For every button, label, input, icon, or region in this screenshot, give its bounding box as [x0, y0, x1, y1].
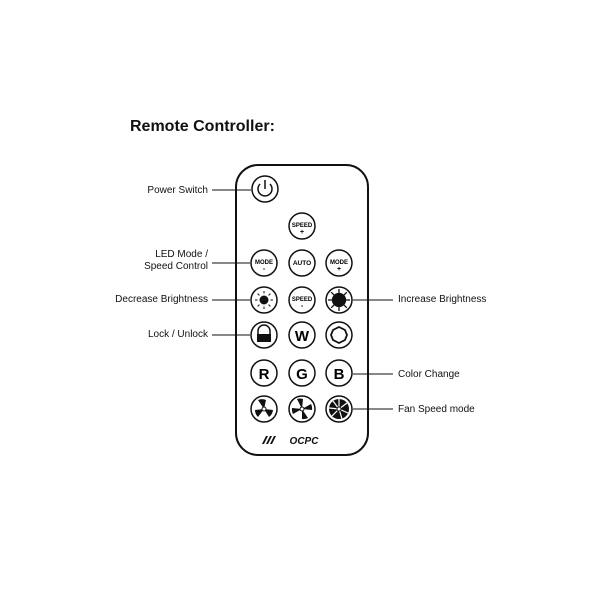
- label-led-mode: LED Mode /Speed Control: [144, 249, 208, 273]
- label-lock-unlock: Lock / Unlock: [147, 329, 208, 340]
- auto-label: AUTO: [293, 260, 311, 267]
- fan-high-icon: [328, 399, 349, 420]
- mode-plus-button: [325, 249, 353, 277]
- label-decrease-brightness: Decrease Brightness: [115, 294, 208, 305]
- label-led-mode-line1: LED Mode /: [155, 249, 208, 260]
- fan-mid-icon: [291, 398, 313, 420]
- page-title: Remote Controller:: [130, 118, 275, 135]
- speed-plus-label: SPEED: [292, 223, 313, 229]
- color-cycle-icon: [330, 325, 348, 345]
- brightness-low-icon: [255, 291, 273, 309]
- blue-button: [325, 359, 353, 387]
- red-button: [250, 359, 278, 387]
- white-button: [288, 321, 316, 349]
- speed-minus-button: [288, 286, 316, 314]
- label-led-mode-line2: Speed Control: [144, 261, 208, 272]
- mode-minus-button: [250, 249, 278, 277]
- green-label: G: [296, 366, 308, 383]
- label-power-switch: Power Switch: [147, 185, 208, 196]
- speed-minus-sign: -: [301, 303, 304, 310]
- lock-icon: [257, 324, 271, 342]
- speed-minus-label: SPEED: [292, 297, 313, 303]
- speed-plus-sign: +: [300, 229, 304, 236]
- label-fan-speed-mode: Fan Speed mode: [398, 404, 475, 415]
- white-label: W: [295, 328, 310, 345]
- color-cycle-button: [325, 321, 353, 349]
- brightness-high-icon: [328, 289, 350, 311]
- speed-plus-button: [288, 212, 316, 240]
- label-color-change: Color Change: [398, 369, 460, 380]
- blue-label: B: [334, 366, 345, 383]
- mode-minus-sign: -: [263, 266, 266, 273]
- mode-minus-label: MODE: [255, 260, 273, 266]
- green-button: [288, 359, 316, 387]
- power-icon: [257, 180, 273, 197]
- label-increase-brightness: Increase Brightness: [398, 294, 487, 305]
- mode-plus-sign: +: [337, 266, 341, 273]
- mode-plus-label: MODE: [330, 260, 348, 266]
- brand-text: OCPC: [290, 436, 320, 447]
- ocpc-logo: OCPC: [262, 436, 319, 447]
- red-label: R: [259, 366, 270, 383]
- remote-body: [235, 164, 369, 456]
- auto-button: [288, 249, 316, 277]
- fan-low-icon: [255, 399, 273, 417]
